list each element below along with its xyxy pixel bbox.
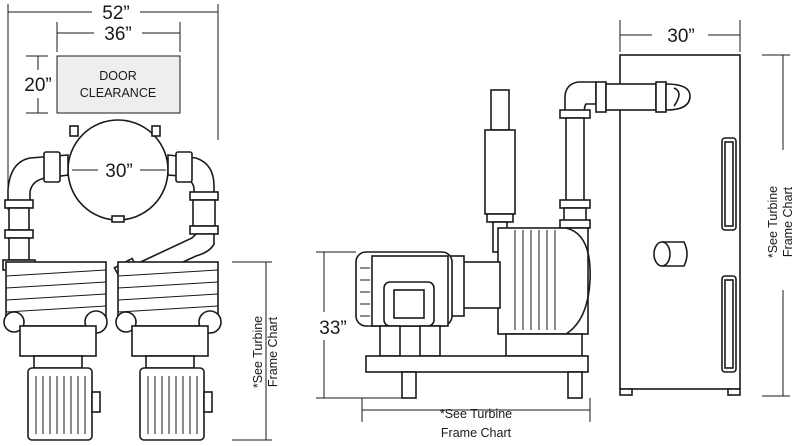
coupling xyxy=(447,255,501,317)
left-turbine-unit xyxy=(3,261,108,441)
vertical-pipe xyxy=(559,81,597,229)
door-label-line1: DOOR xyxy=(99,69,137,83)
dimension-20-label: 20” xyxy=(24,75,51,96)
base-frame xyxy=(365,355,589,399)
dimension-33-label: 33” xyxy=(319,318,346,339)
side-view: 30” xyxy=(595,20,795,397)
side-view-note-line1: *See Turbine xyxy=(766,186,780,258)
dimension-52-label: 52” xyxy=(102,3,129,24)
dimension-30-side-label: 30” xyxy=(667,26,694,47)
side-panels xyxy=(721,137,737,373)
side-view-note-line2: Frame Chart xyxy=(781,186,795,257)
dimension-52: 52” xyxy=(7,3,219,210)
dimension-30-side: 30” xyxy=(619,20,741,52)
top-view: 52” 36” 20” DOOR CLEARANCE xyxy=(2,3,280,441)
right-turbine-unit xyxy=(115,261,222,441)
dimension-20: 20” xyxy=(24,55,52,114)
turbine-housing xyxy=(497,227,591,357)
front-view-note-line1: *See Turbine xyxy=(440,407,512,421)
dimension-36-label: 36” xyxy=(104,24,131,45)
tank-diameter-label: 30” xyxy=(105,161,132,182)
top-view-note-line2: Frame Chart xyxy=(266,316,280,387)
dimension-33: 33” xyxy=(316,251,406,399)
top-view-side-dimension: *See Turbine Frame Chart xyxy=(232,261,280,441)
front-view-bottom-dimension: *See Turbine Frame Chart xyxy=(361,398,591,440)
side-view-dimension: *See Turbine Frame Chart xyxy=(762,54,795,397)
side-elbow-pipe xyxy=(595,81,691,113)
dimension-36: 36” xyxy=(56,22,181,52)
door-label-line2: CLEARANCE xyxy=(80,86,156,100)
left-piping xyxy=(2,151,69,271)
exhaust-stack xyxy=(484,89,516,253)
front-view: 33” xyxy=(316,81,597,440)
tank: 30” xyxy=(67,119,169,223)
top-view-note-line1: *See Turbine xyxy=(251,316,265,388)
door-clearance-area: DOOR CLEARANCE xyxy=(56,55,181,114)
side-viewport xyxy=(653,241,688,267)
motor xyxy=(355,251,453,357)
front-view-note-line2: Frame Chart xyxy=(441,426,512,440)
